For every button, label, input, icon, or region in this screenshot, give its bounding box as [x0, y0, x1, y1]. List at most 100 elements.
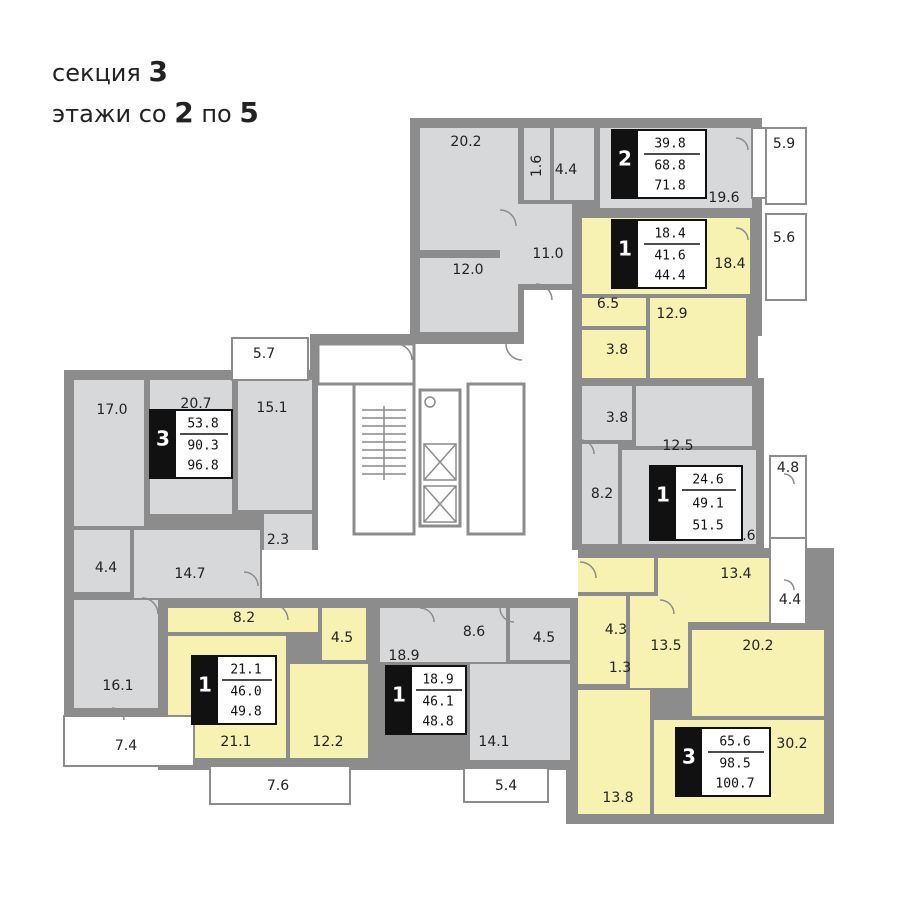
section-number: 3 — [148, 55, 168, 88]
badge-total-balcony: 49.8 — [230, 705, 261, 720]
room-area-label: 15.1 — [256, 400, 287, 416]
room-area-label: 30.2 — [776, 736, 807, 752]
room-fills — [74, 128, 824, 814]
badge-total-area: 98.5 — [719, 757, 750, 772]
badge-total-balcony: 100.7 — [715, 777, 754, 792]
room-area-label: 8.6 — [463, 624, 485, 640]
room-area-label: 13.5 — [650, 638, 681, 654]
room-area-label: 14.7 — [174, 566, 205, 582]
room-area-label: 4.8 — [777, 460, 799, 476]
elevator-shafts — [423, 443, 457, 523]
badge-living-area: 53.8 — [187, 417, 218, 432]
room-fill — [322, 608, 366, 660]
room-area-label: 8.2 — [233, 610, 255, 626]
badge-room-count: 3 — [156, 427, 170, 451]
room-fill — [578, 558, 654, 592]
room-area-label: 20.2 — [742, 638, 773, 654]
room-fill — [74, 530, 130, 592]
room-fill — [578, 596, 626, 684]
door-swings — [111, 137, 795, 721]
floor-from: 2 — [174, 96, 194, 129]
room-fill — [290, 664, 368, 758]
room-area-label: 3.8 — [606, 410, 628, 426]
badge-room-count: 1 — [198, 673, 212, 697]
room-fill — [380, 608, 506, 662]
floors-line: этажи со 2 по 5 — [52, 93, 259, 134]
room-area-label: 13.4 — [720, 566, 751, 582]
badge-room-count: 3 — [682, 745, 696, 769]
balconies — [63, 127, 807, 805]
room-area-label: 6.5 — [597, 296, 619, 312]
room-area-label: 1.3 — [609, 660, 631, 676]
room-fill — [238, 380, 312, 510]
room-area-label: 7.6 — [267, 778, 289, 794]
room-area-label: 4.5 — [331, 630, 353, 646]
room-area-label: 18.9 — [388, 648, 419, 664]
badge-living-area: 21.1 — [230, 663, 261, 678]
room-area-label: 4.3 — [605, 622, 627, 638]
room-area-label: 5.4 — [495, 778, 517, 794]
badge-total-balcony: 44.4 — [654, 269, 685, 284]
apartment-badges: 2 39.8 68.8 71.8 1 18.4 41.6 44.4 3 53.8… — [149, 129, 771, 797]
badge-total-balcony: 71.8 — [654, 179, 685, 194]
room-fill — [582, 386, 632, 440]
room-area-label: 19.6 — [708, 190, 739, 206]
badge-total-area: 90.3 — [187, 439, 218, 454]
room-area-label: 5.6 — [773, 230, 795, 246]
room-area-label: 21.1 — [220, 734, 251, 750]
room-area-label: 8.2 — [591, 486, 613, 502]
room-area-label: 12.2 — [312, 734, 343, 750]
room-area-label: 14.1 — [478, 734, 509, 750]
room-area-label: 13.8 — [602, 790, 633, 806]
room-area-label: 4.4 — [555, 162, 577, 178]
apartment-badge: 2 39.8 68.8 71.8 — [611, 129, 707, 199]
room-fill — [554, 128, 594, 200]
badge-living-area: 18.4 — [654, 227, 685, 242]
badge-living-area: 24.6 — [692, 473, 723, 488]
room-fill — [510, 608, 570, 660]
apartment-badge: 3 53.8 90.3 96.8 — [149, 409, 233, 479]
room-area-label: 4.4 — [779, 592, 801, 608]
room-area-label: 5.9 — [773, 136, 795, 152]
badge-living-area: 65.6 — [719, 735, 750, 750]
apartment-badge: 3 65.6 98.5 100.7 — [675, 727, 771, 797]
room-fill — [630, 596, 688, 688]
room-area-label: 20.7 — [180, 396, 211, 412]
apartment-badge: 1 18.4 41.6 44.4 — [611, 219, 707, 289]
room-fill — [578, 690, 650, 814]
room-fill — [650, 298, 746, 378]
room-fill — [636, 386, 752, 446]
room-fill — [582, 298, 646, 326]
badge-total-area: 49.1 — [692, 497, 723, 512]
section-line: секция 3 — [52, 52, 259, 93]
room-fill — [74, 600, 158, 708]
room-area-label: 20.2 — [450, 134, 481, 150]
apartment-badge: 1 18.9 46.1 48.8 — [385, 665, 467, 735]
badge-total-balcony: 48.8 — [422, 715, 453, 730]
room-fill — [264, 514, 312, 550]
badge-room-count: 2 — [618, 147, 632, 171]
room-fill — [582, 444, 618, 544]
plan-header: секция 3 этажи со 2 по 5 — [52, 52, 259, 134]
room-fill — [168, 608, 318, 632]
room-fill — [470, 664, 570, 760]
badge-total-area: 68.8 — [654, 159, 685, 174]
room-fill — [74, 380, 144, 526]
apartment-badge: 1 21.1 46.0 49.8 — [191, 655, 277, 725]
room-labels: 20.2 1.6 4.4 19.6 11.0 12.0 5.9 18.4 5.6… — [95, 134, 808, 806]
badge-room-count: 1 — [618, 237, 632, 261]
room-area-label: 4.5 — [533, 630, 555, 646]
room-area-label: 18.4 — [714, 256, 745, 272]
room-fill — [134, 530, 260, 598]
room-fill — [500, 204, 572, 284]
room-area-label: 5.7 — [253, 346, 275, 362]
stair-treads — [362, 406, 406, 480]
room-area-label: 12.9 — [656, 306, 687, 322]
badge-living-area: 18.9 — [422, 673, 453, 688]
badge-total-area: 46.0 — [230, 685, 261, 700]
building-core — [262, 290, 578, 598]
room-area-label: 4.4 — [95, 560, 117, 576]
badge-living-area: 39.8 — [654, 137, 685, 152]
badge-room-count: 1 — [392, 683, 406, 707]
